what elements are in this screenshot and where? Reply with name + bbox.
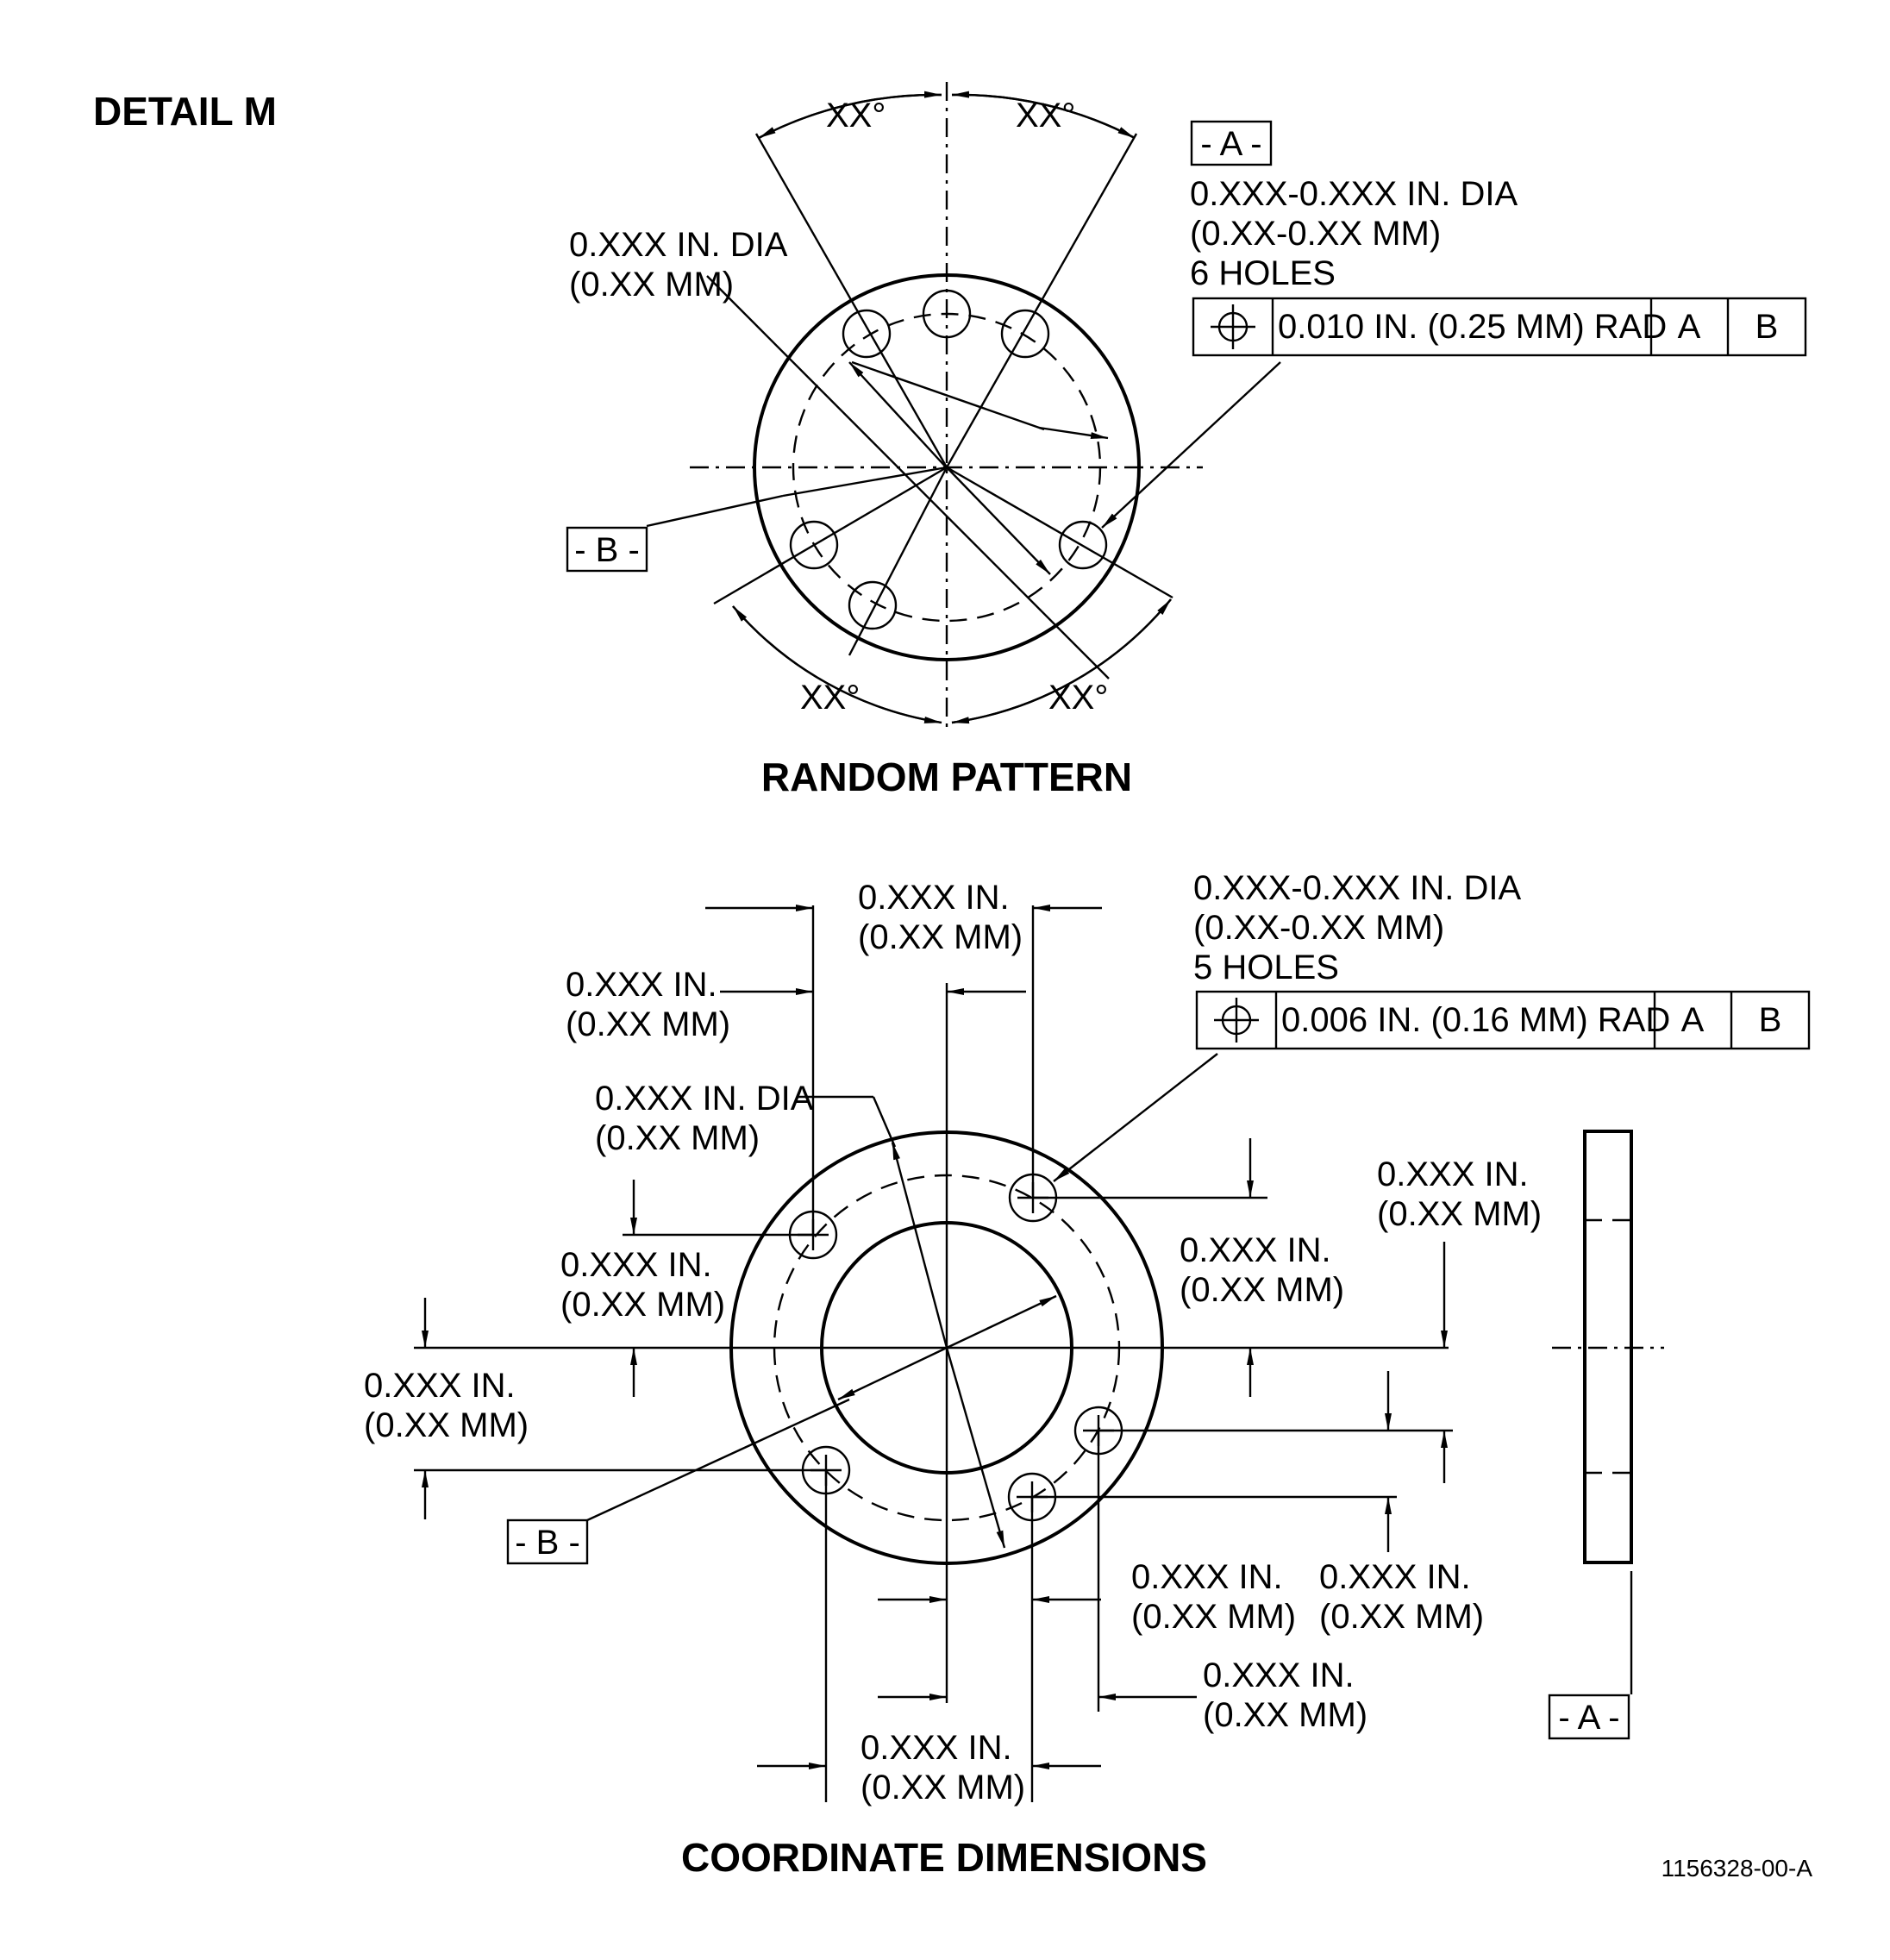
random-pattern-title: RANDOM PATTERN [761, 755, 1132, 799]
feature-control-frame: 0.006 IN. (0.16 MM) RAD A B [1195, 990, 1811, 1050]
angle-arc [951, 93, 1136, 140]
datum-ref: A [1678, 308, 1701, 346]
hole-dia-label: (0.XX MM) [569, 266, 734, 304]
radial-line [945, 133, 1138, 468]
holes-note: 0.XXX-0.XXX IN. DIA [1193, 869, 1521, 907]
hole [842, 309, 892, 359]
holes-note: (0.XX-0.XX MM) [1193, 909, 1444, 947]
radial-line [713, 466, 948, 605]
hole [789, 520, 839, 570]
datum-a-label: - A - [1558, 1699, 1619, 1737]
dim-label: 0.XXX IN. [1319, 1558, 1471, 1596]
datum-a-box [1190, 120, 1273, 166]
datum-b-label: - B - [515, 1524, 580, 1562]
radial-line [754, 133, 948, 468]
dim-label: 0.XXX IN. [1377, 1155, 1529, 1193]
bore-dia-arrow [837, 1346, 948, 1401]
datum-a-box [1548, 1694, 1630, 1740]
dim-label: (0.XX MM) [566, 1005, 730, 1043]
angle-label: XX° [1016, 97, 1075, 135]
holes-note: 0.XXX-0.XXX IN. DIA [1190, 175, 1518, 213]
dim-label: 0.XXX IN. [566, 966, 717, 1004]
datum-b-box [566, 526, 648, 573]
dim-label: 0.XXX IN. [858, 879, 1010, 917]
dia-leader [851, 360, 1045, 431]
frame-leader [1053, 1053, 1218, 1182]
dim-label: 0.XXX IN. [1180, 1231, 1331, 1269]
dim-label: 0.XXX IN. [861, 1729, 1012, 1767]
coordinate-dimensions-view: 0.XXX IN. DIA (0.XX MM) 0.XXX IN. (0.XX … [364, 869, 1811, 1880]
tolerance-value: 0.010 IN. (0.25 MM) RAD [1278, 308, 1667, 346]
dim-label: (0.XX MM) [1319, 1598, 1484, 1636]
hole [1000, 309, 1050, 359]
hole [848, 580, 898, 630]
angle-arc [951, 598, 1172, 724]
dim-label: 0.XXX IN. [364, 1367, 516, 1405]
dim-label: (0.XX MM) [1203, 1696, 1367, 1734]
datum-b-leader [586, 1398, 850, 1522]
random-pattern-view: XX° XX° XX° XX° 0.XXX IN. DIA (0.XX MM) … [566, 82, 1807, 799]
datum-b-leader [782, 466, 948, 498]
leader-arrow [946, 467, 1051, 575]
dia-leader [872, 1096, 897, 1148]
figure-id: 1156328-00-A [1662, 1855, 1813, 1882]
holes-note: 6 HOLES [1190, 254, 1336, 292]
dia-label: (0.XX MM) [595, 1119, 760, 1157]
coordinate-dimensions-title: COORDINATE DIMENSIONS [681, 1835, 1207, 1880]
datum-a-label: - A - [1200, 125, 1261, 163]
datum-b-label: - B - [574, 531, 640, 569]
dim-label: (0.XX MM) [364, 1406, 529, 1444]
feature-control-frame: 0.010 IN. (0.25 MM) RAD A B [1192, 297, 1807, 357]
angle-label: XX° [800, 679, 860, 717]
dim-label: (0.XX MM) [1377, 1195, 1542, 1233]
radial-line [946, 466, 1173, 599]
dim-label: (0.XX MM) [1180, 1271, 1344, 1309]
datum-ref: B [1755, 308, 1779, 346]
hole [1058, 520, 1108, 570]
hole-dia-label: 0.XXX IN. DIA [569, 226, 788, 264]
datum-ref: A [1681, 1001, 1705, 1039]
angle-arc [758, 93, 942, 140]
dim-label: (0.XX MM) [1131, 1598, 1296, 1636]
dim-label: (0.XX MM) [861, 1769, 1025, 1807]
dia-leader-arrow [848, 361, 949, 471]
datum-b-leader [646, 494, 784, 528]
hole [922, 289, 972, 339]
dia-label: 0.XXX IN. DIA [595, 1080, 814, 1118]
dia-leader-arrow [945, 1347, 1006, 1549]
side-view [1552, 1130, 1664, 1694]
angle-label: XX° [1048, 679, 1108, 717]
holes-note: 5 HOLES [1193, 949, 1339, 986]
dim-label: 0.XXX IN. [1131, 1558, 1283, 1596]
datum-ref: B [1759, 1001, 1782, 1039]
tolerance-value: 0.006 IN. (0.16 MM) RAD [1281, 1001, 1670, 1039]
angle-arc [732, 605, 942, 724]
dim-label: (0.XX MM) [858, 918, 1023, 956]
dim-label: (0.XX MM) [560, 1286, 725, 1324]
holes-note: (0.XX-0.XX MM) [1190, 215, 1441, 253]
detail-label: DETAIL M [93, 89, 277, 134]
datum-b-box [506, 1519, 589, 1565]
frame-leader [1101, 361, 1281, 529]
dia-leader-arrow [1038, 426, 1109, 440]
angle-label: XX° [826, 97, 886, 135]
position-icon [1211, 304, 1255, 349]
bore-dia-arrow [946, 1294, 1057, 1349]
dim-label: 0.XXX IN. [560, 1246, 712, 1284]
dia-leader [706, 275, 1110, 679]
dia-leader-arrow [891, 1142, 948, 1349]
dim-label: 0.XXX IN. [1203, 1656, 1355, 1694]
position-icon [1214, 998, 1259, 1043]
